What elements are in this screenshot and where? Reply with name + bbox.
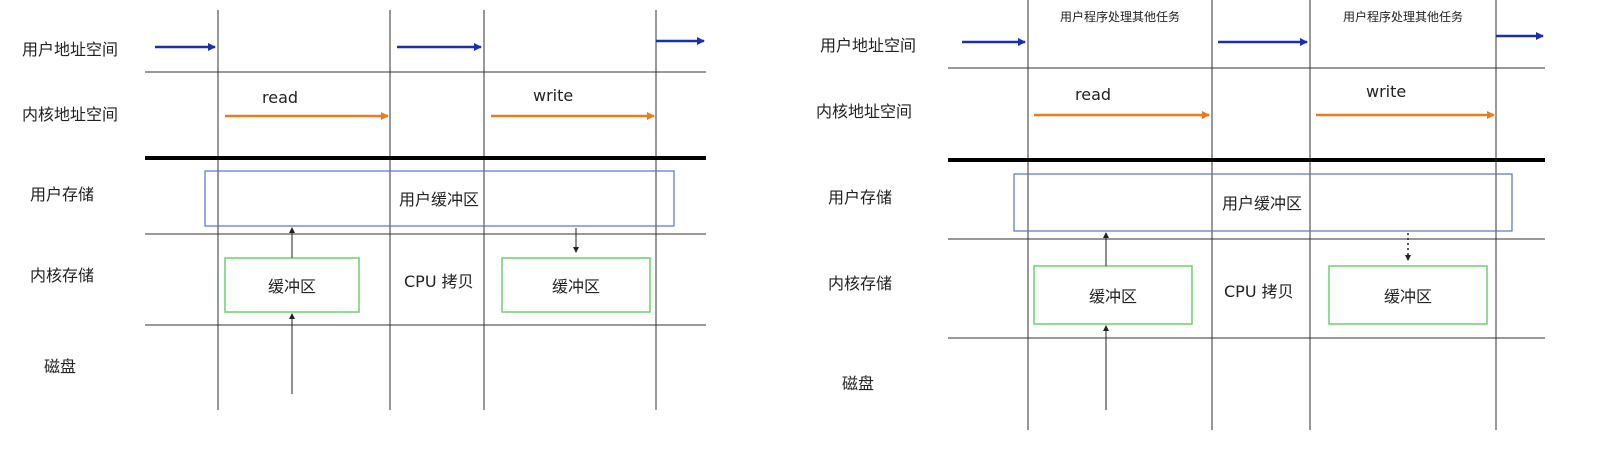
row-label-disk: 磁盘: [842, 374, 874, 393]
row-label-user-storage: 用户存储: [30, 185, 94, 204]
kernel-buffer-right-box: [1328, 265, 1488, 325]
row-label-kernel-space: 内核地址空间: [22, 105, 118, 124]
user-buffer-box: [1013, 173, 1513, 232]
diagram-right: 用户程序处理其他任务 用户程序处理其他任务 用户地址空间 内核地址空间 用户存储…: [816, 0, 1545, 430]
user-buffer-label: 用户缓冲区: [1222, 194, 1302, 213]
row-label-disk: 磁盘: [44, 357, 76, 376]
row-label-user-space: 用户地址空间: [820, 36, 916, 55]
row-label-kernel-space: 内核地址空间: [816, 102, 912, 121]
row-label-user-storage: 用户存储: [828, 188, 892, 207]
kernel-buffer-right-label: 缓冲区: [1384, 287, 1432, 306]
kernel-buffer-left-box: [1033, 265, 1193, 325]
kernel-buffer-right-label: 缓冲区: [552, 277, 600, 296]
diagram-left: 用户地址空间 内核地址空间 用户存储 内核存储 磁盘 read write 用户…: [22, 10, 706, 410]
user-buffer-box: [204, 170, 675, 227]
row-label-user-space: 用户地址空间: [22, 40, 118, 59]
read-label: read: [262, 88, 298, 107]
read-label: read: [1075, 85, 1111, 104]
write-label: write: [533, 86, 573, 105]
kernel-buffer-right-box: [501, 257, 651, 313]
row-label-kernel-storage: 内核存储: [30, 266, 94, 285]
task-label: 用户程序处理其他任务: [1060, 9, 1180, 24]
kernel-buffer-left-label: 缓冲区: [1089, 287, 1137, 306]
row-label-kernel-storage: 内核存储: [828, 274, 892, 293]
user-buffer-label: 用户缓冲区: [399, 190, 479, 209]
cpu-copy-label: CPU 拷贝: [404, 272, 474, 291]
kernel-buffer-left-label: 缓冲区: [268, 277, 316, 296]
cpu-copy-label: CPU 拷贝: [1224, 282, 1294, 301]
write-label: write: [1366, 82, 1406, 101]
task-label: 用户程序处理其他任务: [1343, 9, 1463, 24]
